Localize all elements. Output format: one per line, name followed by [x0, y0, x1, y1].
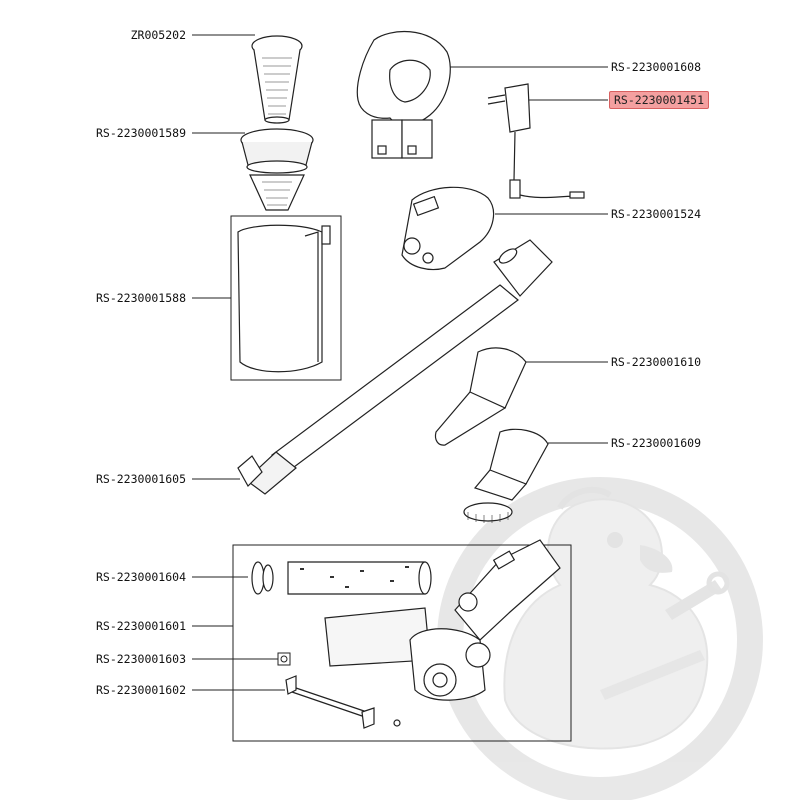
label-rs-2230001601: RS-2230001601 — [95, 619, 186, 633]
label-rs-2230001588: RS-2230001588 — [95, 291, 186, 305]
label-rs-2230001451-highlighted[interactable]: RS-2230001451 — [609, 91, 710, 109]
part-floor-nozzle — [324, 539, 561, 701]
part-cyclone — [240, 128, 314, 211]
box-nozzle — [232, 544, 572, 742]
label-rs-2230001610: RS-2230001610 — [611, 355, 702, 369]
label-rs-2230001603: RS-2230001603 — [95, 652, 186, 666]
part-brush-roll — [251, 561, 432, 595]
label-rs-2230001609: RS-2230001609 — [611, 436, 702, 450]
part-wall-mount — [356, 30, 451, 159]
leader-lines — [192, 34, 608, 691]
part-dust-bin — [237, 224, 331, 373]
label-zr005202: ZR005202 — [130, 28, 186, 42]
label-rs-2230001589: RS-2230001589 — [95, 126, 186, 140]
part-filter-cone — [251, 35, 303, 124]
part-brush-tool — [463, 428, 549, 523]
part-charger — [487, 83, 585, 199]
part-screw — [277, 652, 291, 666]
label-rs-2230001608: RS-2230001608 — [611, 60, 702, 74]
label-rs-2230001524: RS-2230001524 — [611, 207, 702, 221]
label-rs-2230001605: RS-2230001605 — [95, 472, 186, 486]
part-sealing-strip — [285, 675, 401, 729]
label-rs-2230001604: RS-2230001604 — [95, 570, 186, 584]
label-rs-2230001602: RS-2230001602 — [95, 683, 186, 697]
part-motor-unit — [401, 186, 495, 271]
part-crevice-tool — [434, 347, 527, 446]
part-extension-tube — [237, 239, 553, 495]
watermark-logo — [437, 477, 763, 800]
